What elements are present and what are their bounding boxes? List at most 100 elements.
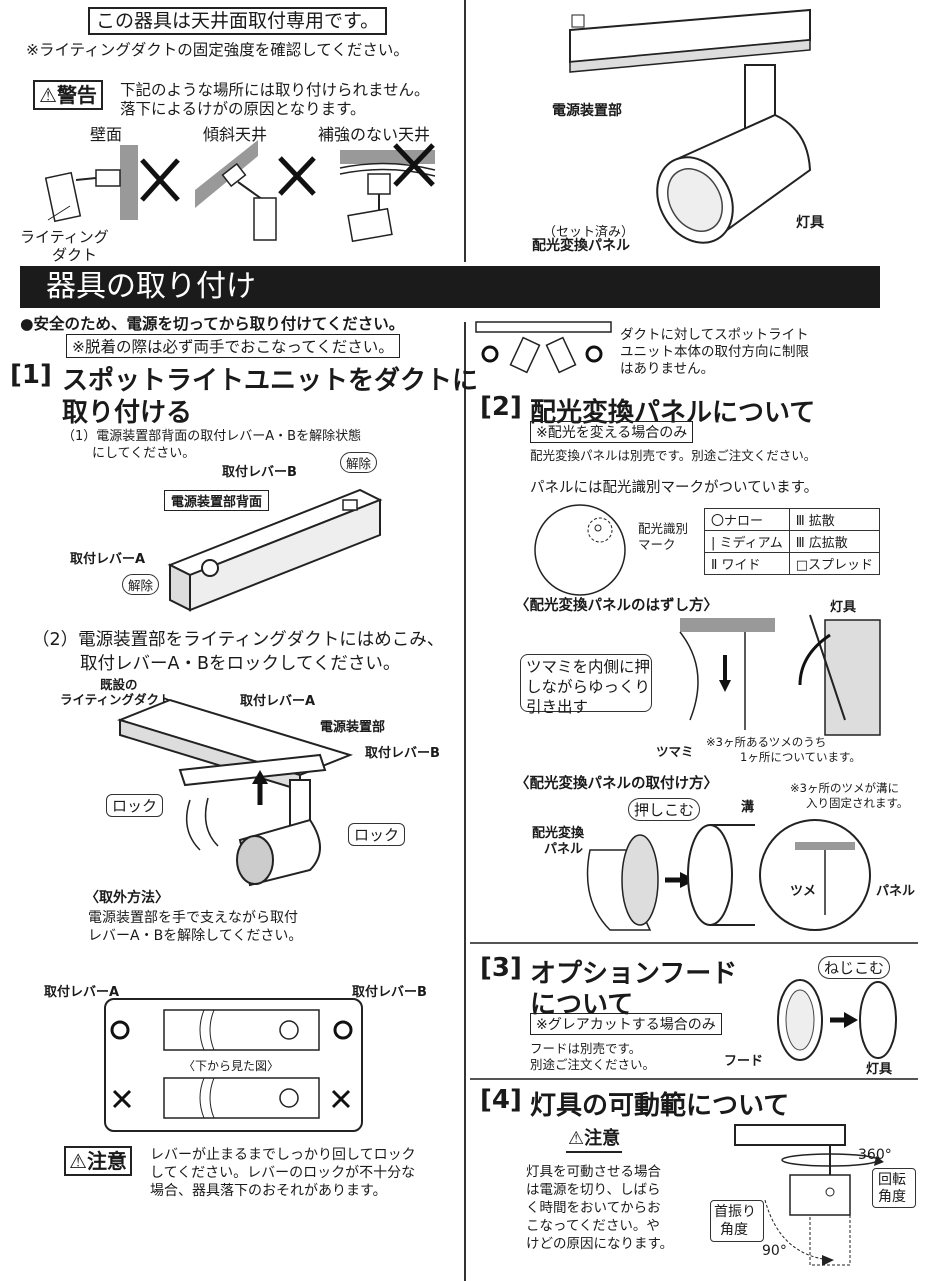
prohibited-installations-illustration: [44, 140, 436, 243]
step3-note2: 別途ご注文ください。: [530, 1057, 656, 1072]
strength-note: ※ライティングダクトの固定強度を確認してください。: [26, 41, 409, 59]
duct-label-line2: ダクト: [52, 246, 98, 264]
existing-duct-line2: ライティングダクト: [60, 692, 172, 707]
step2-mark-note: パネルには配光識別マークがついています。: [530, 480, 819, 496]
warning-badge: ⚠警告: [33, 80, 103, 110]
step2-tag: ※配光を変える場合のみ: [530, 421, 694, 443]
step4-number: [4]: [480, 1085, 522, 1115]
mark-label-line2: マーク: [638, 537, 676, 552]
removal-line1: 電源装置部を手で支えながら取付: [88, 910, 298, 926]
step1-number: [1]: [10, 360, 52, 390]
attach-panel-line2: パネル: [544, 842, 584, 857]
safety-note: ●安全のため、電源を切ってから取り付けてください。: [20, 315, 405, 333]
step4-text-0: 灯具を可動させる場合: [526, 1164, 661, 1180]
caution-line1: レバーが止まるまでしっかり回してロック: [150, 1147, 416, 1163]
knob-line3: 引き出す: [526, 698, 589, 716]
column-divider: [464, 322, 466, 1281]
legend-wide-diffuse: Ⅲ 広拡散: [788, 530, 881, 553]
deg360-label: 360°: [858, 1147, 892, 1163]
duct-label-line1: ライティング: [20, 228, 109, 246]
back-label: 電源装置部背面: [164, 490, 270, 511]
step3-title-line2: について: [530, 990, 634, 1020]
screw-badge: ねじこむ: [818, 956, 891, 979]
lock-badge-left: ロック: [106, 794, 164, 817]
attach-title: 〈配光変換パネルの取付け方〉: [515, 776, 718, 792]
case-wall: 壁面: [90, 125, 123, 144]
bottom-view-label: 〈下から見た図〉: [183, 1059, 280, 1073]
step3-title-line1: オプションフード: [530, 959, 738, 989]
power-unit-back-illustration: [167, 488, 383, 612]
step1-title-line2: 取り付ける: [62, 398, 193, 428]
step2-separate: 配光変換パネルは別売です。別途ご注文ください。: [530, 448, 817, 463]
caution-badge-step4: ⚠注意: [566, 1127, 623, 1153]
warning-icon: ⚠: [39, 83, 57, 107]
claw-note1: ※3ヶ所のツメが溝に: [790, 781, 899, 795]
step2-number: [2]: [480, 392, 522, 422]
bottom-view-frame: [104, 998, 363, 1132]
warning-line2: 落下によるけがの原因となります。: [120, 100, 366, 118]
caution-label: 注意: [584, 1128, 621, 1149]
step3-tag: ※グレアカットする場合のみ: [530, 1013, 722, 1035]
step1-sub1-line2: にしてください。: [92, 446, 196, 461]
knob-note1: ※3ヶ所あるツメのうち: [706, 735, 827, 749]
rotate-line1: 回転: [878, 1172, 906, 1188]
removal-title: 〈取外方法〉: [85, 890, 169, 906]
caution-badge-step1: ⚠注意: [64, 1146, 132, 1176]
claw-label: ツメ: [790, 884, 817, 899]
legend-narrow: 〇ナロー: [704, 508, 790, 531]
legend-diffuse: Ⅲ 拡散: [788, 508, 881, 531]
step2-title: 配光変換パネルについて: [530, 398, 816, 428]
section-title-bar: [20, 266, 880, 308]
warning-label: 警告: [56, 83, 97, 107]
panel-label: 配光変換パネル: [532, 238, 630, 254]
lever-b-label-3: 取付レバーB: [352, 985, 427, 1000]
power-unit-label: 電源装置部: [552, 103, 622, 119]
hood-illustration: [777, 979, 897, 1061]
lever-a-label-1: 取付レバーA: [70, 552, 146, 567]
step4-text-2: く時間をおいてからお: [526, 1200, 661, 1216]
caution-line2: してください。レバーのロックが不十分な: [150, 1165, 416, 1181]
direction-line1: ダクトに対してスポットライト: [620, 327, 809, 343]
swing-box: [710, 1200, 764, 1242]
step3-lamp-label: 灯具: [866, 1062, 893, 1077]
ceiling-only-notice: この器具は天井面取付専用です。: [88, 7, 388, 35]
rotate-box: [872, 1168, 916, 1208]
deg90-label: 90°: [762, 1243, 787, 1259]
mark-label-line1: 配光識別: [638, 521, 689, 536]
knob-callout: [520, 654, 652, 712]
step1-title-line1: スポットライトユニットをダクトに: [62, 366, 479, 396]
spotlight-overview-illustration: [569, 8, 812, 244]
power-unit-label-2: 電源装置部: [320, 720, 386, 735]
bottom-view-illustration: [110, 1009, 353, 1119]
step4-divider: [470, 1078, 918, 1080]
legend-spread: □スプレッド: [788, 552, 881, 575]
step1-sub2-line2: 取付レバーA・Bをロックしてください。: [80, 654, 401, 674]
lever-a-label-3: 取付レバーA: [44, 985, 120, 1000]
legend-wide: Ⅱ ワイド: [704, 552, 790, 575]
panel-attach-illustration: [586, 819, 871, 931]
movable-range-illustration: [734, 1124, 884, 1266]
both-hands-note: ※脱着の際は必ず両手でおこなってください。: [66, 334, 400, 358]
column-divider: [464, 0, 466, 262]
attach-panel-line1: 配光変換: [532, 826, 585, 841]
lever-b-label-1: 取付レバーB: [222, 465, 297, 480]
remove-title: 〈配光変換パネルのはずし方〉: [515, 598, 718, 614]
remove-lamp-label: 灯具: [830, 600, 857, 615]
caution-line3: 場合、器具落下のおそれがあります。: [150, 1183, 387, 1199]
release-badge-b: 解除: [340, 452, 378, 473]
step1-sub1-line1: （1）電源装置部背面の取付レバーA・Bを解除状態: [62, 429, 362, 444]
groove-label: 溝: [741, 800, 755, 815]
section-title: 器具の取り付け: [46, 269, 256, 304]
step3-note1: フードは別売です。: [530, 1041, 642, 1056]
mark-illustration: [534, 504, 626, 596]
duct-install-illustration: [116, 698, 354, 887]
preset-note: （セット済み）: [543, 225, 635, 240]
step4-text-4: けどの原因になります。: [526, 1236, 674, 1252]
panel-removal-illustration: [679, 614, 881, 736]
lamp-label: 灯具: [796, 215, 824, 231]
legend-row: Ⅱ ワイド□スプレッド: [704, 552, 881, 575]
step1-sub2-line1: （2）電源装置部をライティングダクトにはめこみ、: [32, 630, 445, 650]
